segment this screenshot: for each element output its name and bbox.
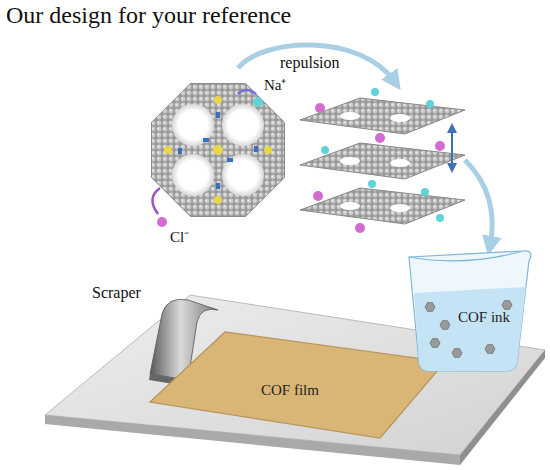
chloride-ion [157, 217, 167, 227]
coating-stage [45, 295, 545, 465]
process-label: repulsion [280, 54, 340, 72]
cof-nanosheets [300, 88, 465, 233]
film-node: COF film [130, 328, 446, 440]
part-label: Scraper [92, 284, 141, 302]
ion-path [152, 188, 160, 214]
sodium-ion [253, 97, 263, 107]
ink-beaker: COF ink [395, 245, 545, 375]
node-label: COF ink [458, 309, 510, 326]
ion-path [238, 90, 256, 94]
ion-label: Cl⁻ [170, 226, 189, 246]
flow-arrow [238, 45, 395, 82]
ion-label: Na⁺ [264, 74, 287, 94]
title: Our design for your reference [6, 2, 291, 29]
cof-framework [152, 84, 285, 217]
flow-arrow [465, 160, 492, 246]
node-label: COF film [261, 382, 319, 399]
